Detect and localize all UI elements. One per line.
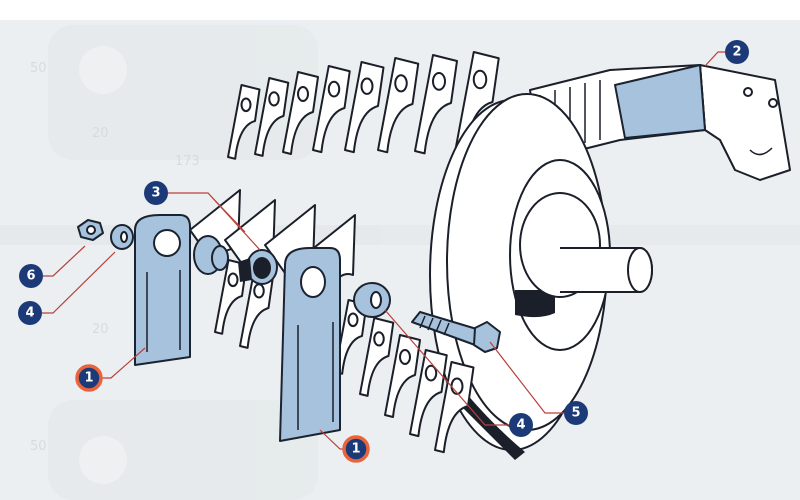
blade-hole [227,272,239,288]
bracket-blade [377,57,420,154]
bg-dim-label: 50 [30,439,47,454]
blade-hole [394,74,408,93]
callout-6: 6 [19,264,43,288]
blade-hole [297,86,309,102]
callout-2: 2 [725,40,749,64]
bracket-blade [414,54,458,155]
bracket-blade [409,349,448,438]
blade-hole [347,312,359,328]
bracket-blade [312,65,351,154]
svg-text:5: 5 [571,406,580,421]
blade-hole [240,97,252,113]
callouts: 2 3 6 4 1 1 4 5 [18,40,749,463]
bg-dim-label: 20 [92,126,109,141]
bracket-blade [359,317,395,397]
bg-dim-label: 50 [30,61,47,76]
blade-hole [472,69,488,90]
blade-hole [360,77,374,95]
blade-hole [268,91,280,107]
svg-text:1: 1 [84,371,93,386]
leader-lines [42,51,737,450]
blade-hole [424,364,438,382]
callout-1: 1 [342,435,370,463]
svg-text:2: 2 [732,45,741,60]
blade-hole [253,283,265,299]
bracket-blade [254,77,290,157]
callout-3: 3 [144,181,168,205]
callout-1: 1 [75,364,103,392]
bg-dim-label: 173 [175,154,200,169]
blade-hole [327,80,341,98]
flail-blade [134,214,191,366]
hardware [77,219,501,353]
svg-text:4: 4 [25,306,34,321]
bg-dim-label: 20 [92,322,109,337]
bracket-blade [239,269,275,349]
bracket-blade [282,71,319,155]
bracket-blade [434,361,475,454]
flail-blade [279,247,341,442]
callout-5: 5 [564,401,588,425]
svg-text:6: 6 [26,269,35,284]
bracket-blade [384,334,421,418]
blade-hole [399,349,411,365]
blade-hole [450,377,464,395]
blade-hole [373,331,385,347]
svg-text:1: 1 [351,442,360,457]
background-drawings: 50 20 173 20 50 [0,25,800,500]
svg-text:4: 4 [516,418,525,433]
callout-4: 4 [509,413,533,437]
blade-hole [432,72,446,91]
svg-text:3: 3 [151,186,160,201]
bracket-blade [344,61,385,154]
callout-4: 4 [18,301,42,325]
bracket-blade [227,84,261,160]
bolt-part [411,311,501,353]
